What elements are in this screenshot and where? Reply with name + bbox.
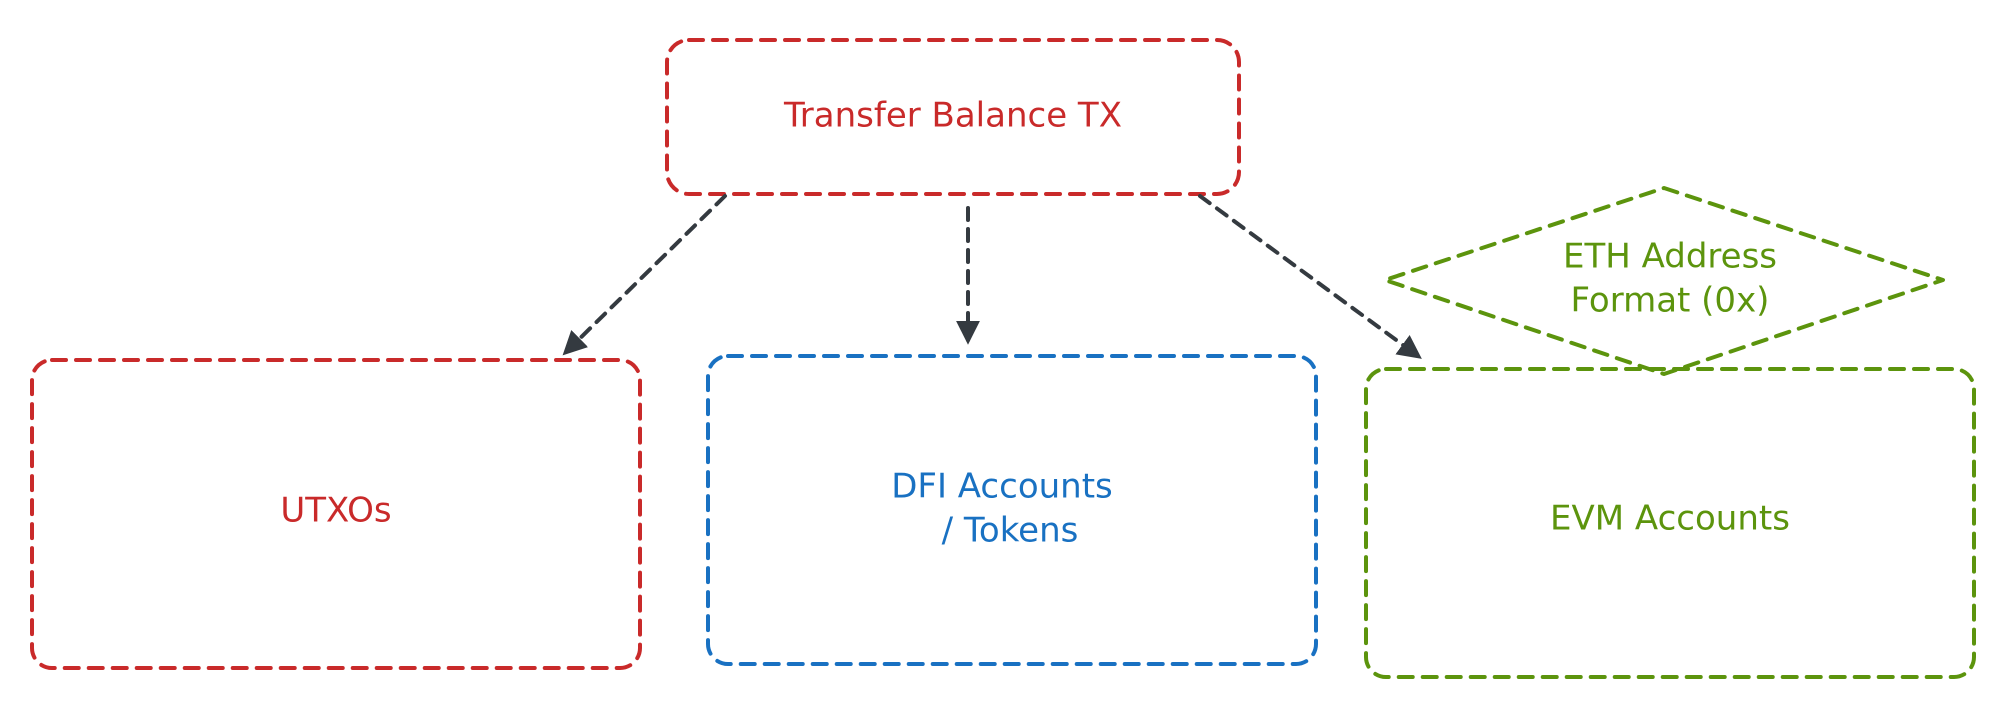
evm-accounts-box xyxy=(1364,367,1976,679)
utxos-box xyxy=(30,358,642,670)
evm-accounts-label: EVM Accounts xyxy=(1550,499,1790,539)
dfi-accounts-label-line1: DFI Accounts xyxy=(891,467,1113,507)
dfi-accounts-node[interactable]: DFI Accounts / Tokens xyxy=(706,354,1318,666)
transfer-balance-box xyxy=(665,38,1241,196)
dfi-accounts-box xyxy=(706,354,1318,666)
transfer-balance-node[interactable]: Transfer Balance TX xyxy=(665,38,1241,196)
dfi-accounts-label-line2: / Tokens xyxy=(942,511,1079,551)
eth-address-label-line2: Format (0x) xyxy=(1571,281,1770,321)
arrow-to-evm-accounts xyxy=(1198,194,1422,359)
utxos-label: UTXOs xyxy=(280,491,391,531)
eth-address-diamond xyxy=(1383,186,1945,376)
transfer-balance-label: Transfer Balance TX xyxy=(783,96,1122,136)
eth-address-label-line1: ETH Address xyxy=(1563,237,1777,277)
utxos-node[interactable]: UTXOs xyxy=(30,358,642,670)
evm-accounts-node[interactable]: EVM Accounts xyxy=(1364,367,1976,679)
eth-address-node[interactable]: ETH Address Format (0x) xyxy=(1383,186,1945,376)
arrow-to-utxos xyxy=(562,194,727,356)
